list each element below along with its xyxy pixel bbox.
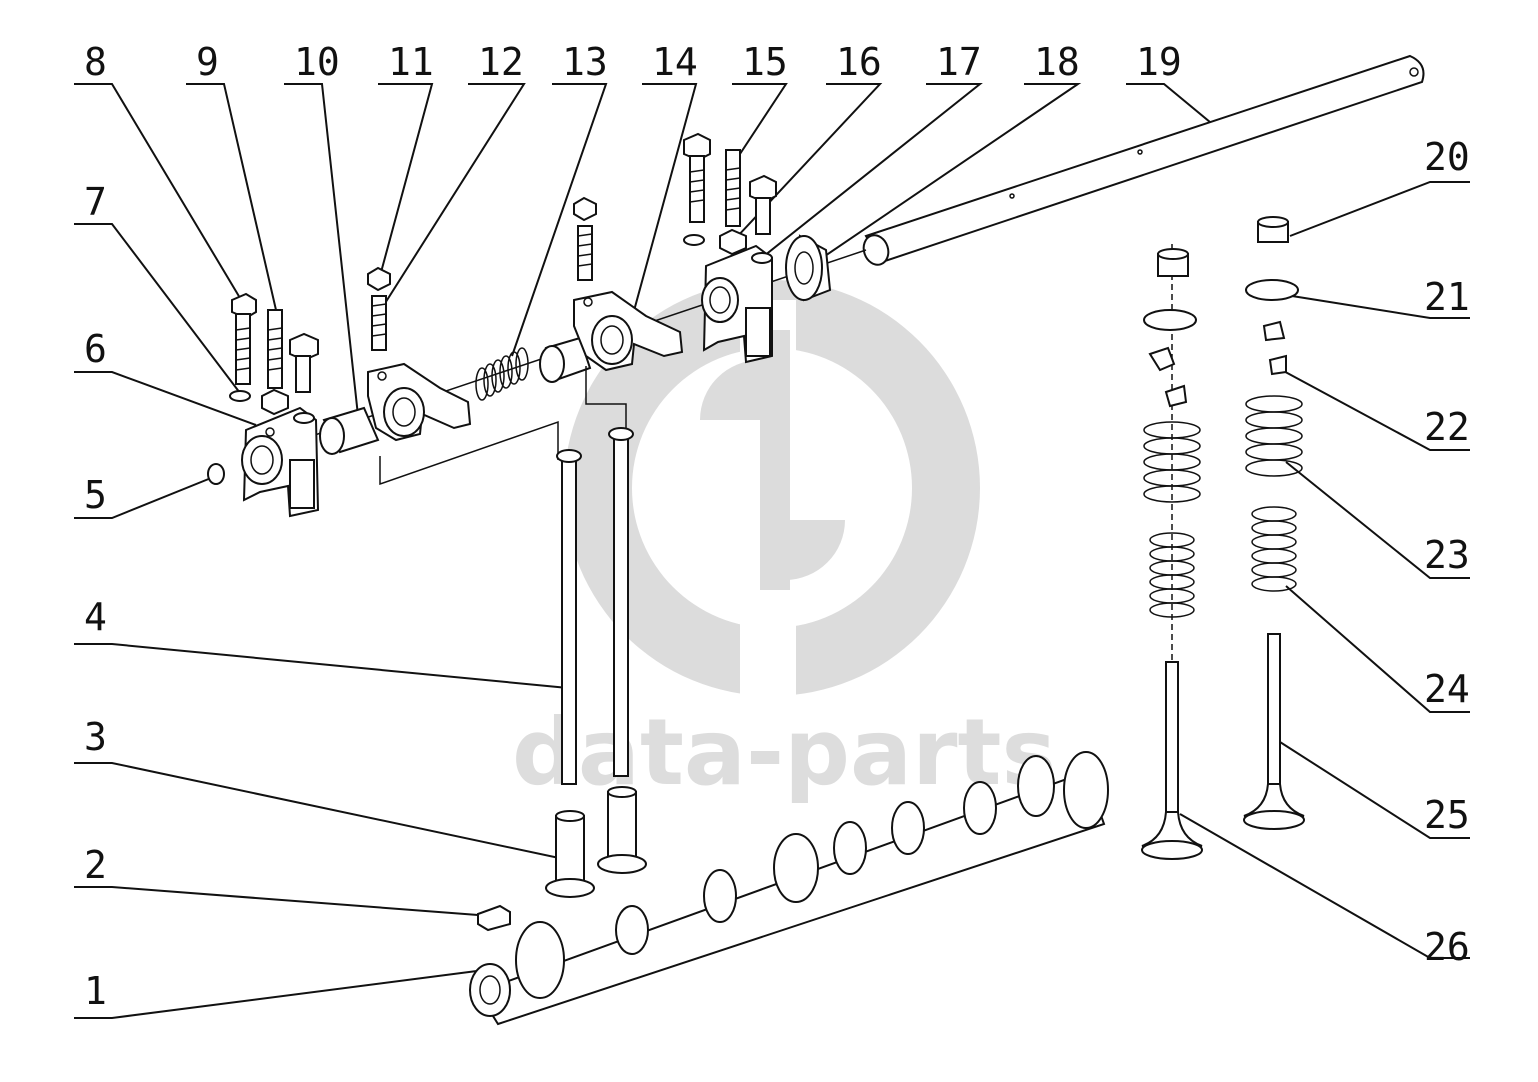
callout-10: 10 [294,40,340,84]
callout-3: 3 [84,715,107,759]
callout-21: 21 [1424,275,1470,319]
callout-8: 8 [84,40,107,84]
rocker-arm-left [367,266,472,442]
callout-labels: 1 2 3 4 5 6 7 8 9 10 11 12 13 14 15 16 1… [84,40,1470,1013]
valve-assembly-right [1243,216,1305,830]
leader-lines [74,83,1470,1019]
callout-4: 4 [84,595,107,639]
valve-assembly-left [1141,244,1203,860]
left-fasteners [229,292,319,424]
rocker-bracket-left [241,406,320,518]
camshaft [469,751,1109,1026]
callout-5: 5 [84,473,107,517]
callout-17: 17 [936,40,982,84]
callout-14: 14 [652,40,698,84]
pushrods [556,427,634,785]
callout-22: 22 [1424,405,1470,449]
spacer-sleeve-left [319,406,380,455]
watermark-text: data-parts [512,699,1056,806]
plug [207,463,225,485]
tappets [545,786,647,898]
callout-12: 12 [478,40,524,84]
callout-11: 11 [388,40,434,84]
callout-26: 26 [1424,925,1470,969]
woodruff-key [477,904,511,932]
callout-18: 18 [1034,40,1080,84]
callout-23: 23 [1424,533,1470,577]
spacer-sleeve-right [539,336,592,383]
callout-9: 9 [196,40,219,84]
rocker-bracket-right [701,244,773,364]
right-fasteners [683,132,777,264]
callout-25: 25 [1424,793,1470,837]
callout-2: 2 [84,843,107,887]
watermark-logo [564,280,980,700]
rocker-spring [475,347,529,401]
callout-19: 19 [1136,40,1182,84]
callout-16: 16 [836,40,882,84]
callout-13: 13 [562,40,608,84]
rocker-arm-right [573,196,684,372]
callout-1: 1 [84,969,107,1013]
callout-20: 20 [1424,135,1470,179]
callout-7: 7 [84,180,107,224]
callout-15: 15 [742,40,788,84]
spacer-ring [785,234,832,302]
callout-24: 24 [1424,667,1470,711]
callout-6: 6 [84,327,107,371]
